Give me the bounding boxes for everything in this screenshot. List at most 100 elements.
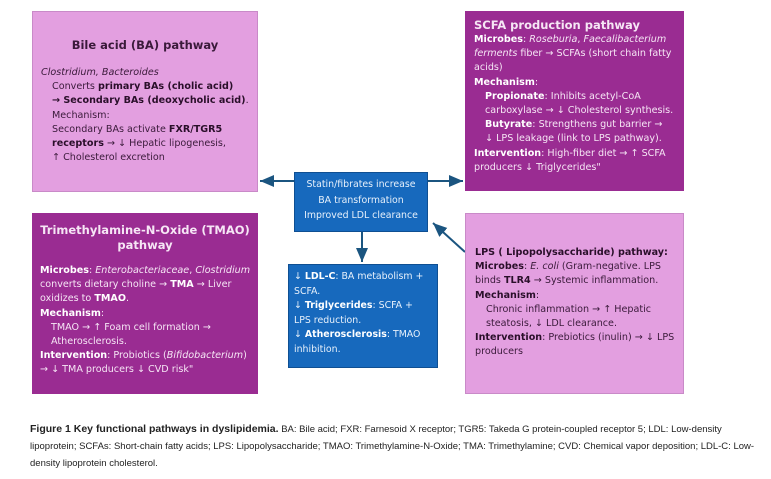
arrow-from-lps [432,222,466,253]
bile-acid-pathway-box: Bile acid (BA) pathway Clostridium, Bact… [32,11,258,192]
tmao-body: Microbes: Enterobacteriaceae, Clostridiu… [40,264,250,378]
text-segment: : [100,307,105,319]
text-segment: ↓ [294,329,305,341]
bold-term: Microbes [40,265,89,276]
text-line: ↑ Cholesterol excretion [41,151,249,165]
text-segment: acids) [474,62,503,74]
italic-term: ferments [474,48,518,60]
tmao-pathway-box: Trimethylamine-N-Oxide (TMAO) pathway Mi… [32,213,258,394]
bold-term: Butyrate [485,119,533,131]
text-line: → ↓ TMA producers ↓ CVD risk" [40,363,250,377]
text-segment: : Inhibits acetyl-CoA [544,90,641,102]
text-segment: ↓ [294,271,305,282]
text-line: Propionate: Inhibits acetyl-CoA [474,90,676,104]
text-line: → Secondary BAs (deoxycholic acid). [41,94,249,108]
text-segment: Statin/fibrates increase [306,179,416,190]
scfa-title: SCFA production pathway [474,18,640,32]
tmao-title: Trimethylamine-N-Oxide (TMAO) pathway [40,223,250,252]
text-segment: ↑ Cholesterol excretion [52,152,165,164]
italic-term: Bifidobacterium [166,350,244,362]
text-segment: : BA metabolism + [335,271,424,282]
text-line: receptors → ↓ Hepatic lipogenesis, [41,137,249,151]
text-line: BA transformation [299,193,423,209]
bold-term: Mechanism [475,289,536,301]
text-line: Statin/fibrates increase [299,177,423,193]
text-segment: ↓ LPS leakage (link to LPS pathway). [485,133,662,145]
text-line: Intervention: Prebiotics (inulin) → ↓ LP… [475,331,675,345]
text-segment: TMAO → ↑ Foam cell formation → [51,321,211,333]
text-segment: ↓ [294,300,305,312]
bile-acid-title: Bile acid (BA) pathway [71,38,219,52]
statin-intervention-box: Statin/fibrates increase BA transformatio… [294,172,428,232]
text-segment: Chronic inflammation → ↑ Hepatic [486,303,652,315]
text-segment: Converts [52,81,98,93]
italic-term: Faecalibacterium [583,34,667,45]
text-line: SCFA. [294,285,432,300]
text-segment: : Probiotics ( [107,350,167,362]
bold-term: Microbes [475,261,524,273]
text-line: Microbes: Enterobacteriaceae, Clostridiu… [40,264,250,278]
text-line: Microbes: E. coli (Gram-negative. LPS [475,260,675,274]
text-line: LPS ( Lipopolysaccharide) pathway: [475,246,675,260]
text-line: converts dietary choline → TMA → Liver [40,278,250,292]
text-line: Mechanism: [475,289,675,303]
text-line: Intervention: Probiotics (Bifidobacteriu… [40,349,250,363]
statin-body: Statin/fibrates increase BA transformatio… [299,177,423,224]
text-line: TMAO → ↑ Foam cell formation → [40,321,250,335]
scfa-pathway-box: SCFA production pathway Microbes: Rosebu… [465,11,684,191]
text-segment: : [534,76,539,88]
lps-body: LPS ( Lipopolysaccharide) pathway: Microb… [475,246,675,360]
text-segment: LPS reduction. [294,314,362,326]
text-segment: oxidizes to [40,293,95,305]
caption-title: Figure 1 Key functional pathways in dysl… [30,423,279,435]
bold-term: LDL-C [304,271,336,282]
italic-term: Clostridium [195,265,251,276]
text-line: Mechanism: [40,307,250,321]
text-segment: inhibition. [294,343,341,355]
figure-caption: Figure 1 Key functional pathways in dysl… [30,421,765,472]
text-segment: BA transformation [318,194,404,206]
text-segment: (Gram-negative. LPS [558,261,662,273]
text-segment: : [535,289,540,301]
text-segment: : [523,261,531,273]
text-line: LPS reduction. [294,314,432,329]
text-segment: , [577,34,584,45]
text-segment: : High-fiber diet → ↑ SCFA [541,147,666,159]
text-line: Butyrate: Strengthens gut barrier → [474,118,676,132]
outcomes-box: ↓ LDL-C: BA metabolism +SCFA.↓ Triglycer… [288,264,438,368]
bold-term: Mechanism [474,76,535,88]
text-segment: . [245,95,249,107]
text-line: binds TLR4 → Systemic inflammation. [475,274,675,288]
bold-term: TMA [170,279,194,291]
text-segment: Atherosclerosis. [51,336,127,348]
text-line: Mechanism: [41,109,249,123]
text-line: Secondary BAs activate FXR/TGR5 [41,123,249,137]
lps-pathway-box: LPS ( Lipopolysaccharide) pathway: Microb… [465,213,684,394]
text-line: Intervention: High-fiber diet → ↑ SCFA [474,147,676,161]
outcomes-body: ↓ LDL-C: BA metabolism +SCFA.↓ Triglycer… [294,270,432,358]
bold-term: LPS ( Lipopolysaccharide) pathway: [475,247,668,258]
bold-term: TMAO [94,293,127,305]
text-line: oxidizes to TMAO. [40,292,250,306]
bold-term: → Secondary BAs (deoxycholic acid) [52,95,246,107]
text-line: inhibition. [294,343,432,358]
text-segment: : Prebiotics (inulin) → ↓ LPS [542,332,675,344]
text-segment: → ↓ TMA producers ↓ CVD risk" [40,364,194,376]
text-segment: converts dietary choline → [40,279,171,291]
text-segment: . [126,293,130,305]
bold-term: primary BAs (cholic acid) [97,81,234,93]
text-segment: SCFA. [294,285,321,297]
italic-term: Clostridium, Bacteroides [41,67,159,78]
text-segment: : Strengthens gut barrier → [532,119,663,131]
bold-term: Intervention [40,350,108,362]
text-segment: Improved LDL clearance [304,210,418,221]
text-segment: ) [243,350,247,362]
text-line: ferments fiber → SCFAs (short chain fatt… [474,47,676,61]
text-segment: : [522,34,530,45]
text-line: Atherosclerosis. [40,335,250,349]
italic-term: Roseburia [529,34,578,45]
caption-text: BA: Bile acid; FXR: Farnesoid X receptor… [30,424,755,469]
text-line: steatosis, ↓ LDL clearance. [475,317,675,331]
